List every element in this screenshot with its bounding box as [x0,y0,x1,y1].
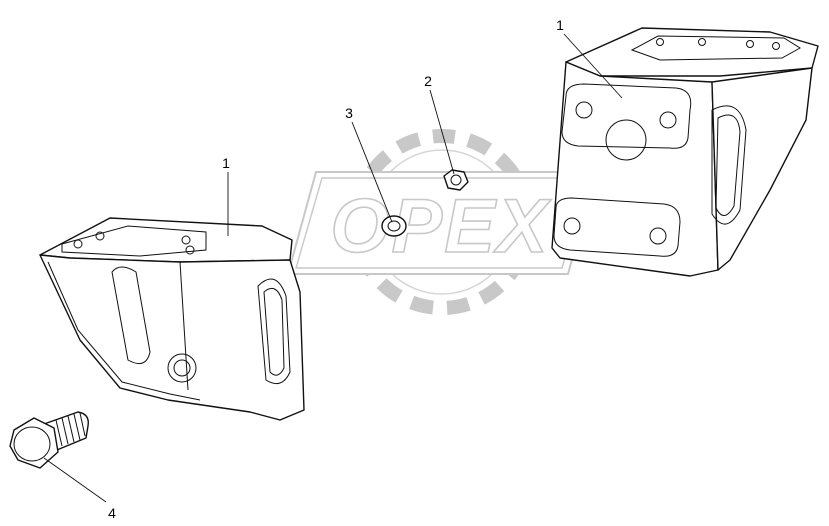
leader-bolt [43,457,107,503]
callout-washer: 3 [345,105,353,121]
leader-lines [43,33,623,503]
bolt [9,411,89,469]
washer [381,215,407,237]
watermark-frame [286,171,598,275]
callout-bracket-right: 1 [556,17,564,33]
leader-nut [429,89,455,175]
leader-bracket-right [563,33,623,99]
callout-bracket-left: 1 [222,155,230,171]
leader-washer [351,121,393,223]
callout-nut: 2 [424,73,432,89]
bracket-right [551,27,819,277]
nut [443,169,469,191]
watermark-text: OPEX [330,184,551,269]
callout-bolt: 4 [108,505,116,521]
watermark: OPEX [286,129,598,315]
bracket-left [39,217,305,421]
